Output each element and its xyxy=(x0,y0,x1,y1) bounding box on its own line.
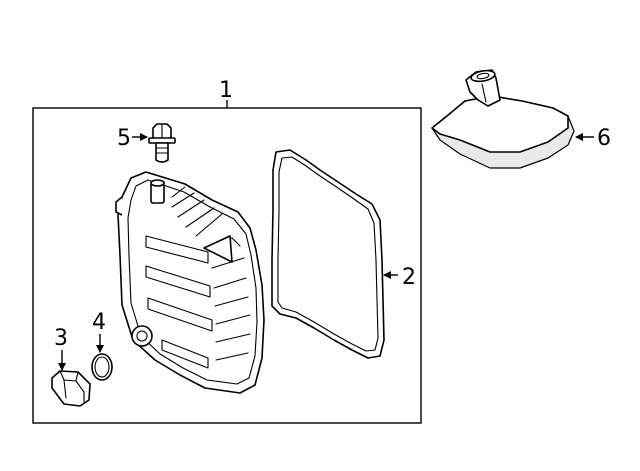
callout-1-label: 1 xyxy=(219,78,233,103)
callout-4-label: 4 xyxy=(92,310,106,335)
bolt-part xyxy=(148,123,176,163)
callout-2-label: 2 xyxy=(402,265,416,290)
gasket-part xyxy=(271,149,385,359)
callout-3-label: 3 xyxy=(54,326,68,351)
bracket-part xyxy=(51,370,91,407)
callout-6-label: 6 xyxy=(597,126,611,151)
oil-pan-part xyxy=(115,171,265,394)
callout-5-label: 5 xyxy=(117,126,131,151)
o-ring-part xyxy=(91,353,113,381)
filter-part xyxy=(431,69,575,169)
